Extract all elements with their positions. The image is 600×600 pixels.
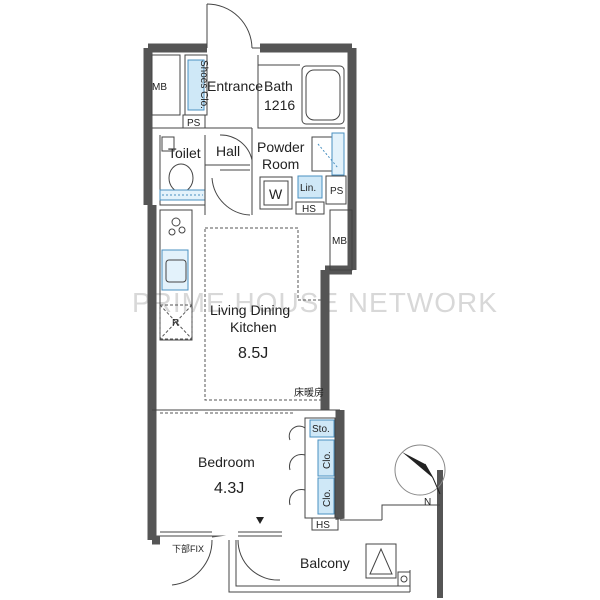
toilet-label: Toilet: [168, 145, 201, 161]
bedroom-label: Bedroom: [198, 454, 255, 470]
hs-bottom-label: HS: [316, 520, 330, 531]
ps-right-label: PS: [330, 186, 344, 197]
entrance-door: [206, 3, 260, 49]
bathtub: [301, 65, 345, 125]
washer-label: W: [269, 186, 283, 202]
linen-cupboard: [297, 175, 323, 199]
hall-label: Hall: [216, 143, 240, 159]
ldk-size-label: 8.5J: [238, 345, 268, 362]
kitchen-counter: [159, 209, 193, 341]
bedroom-size-label: 4.3J: [214, 480, 244, 497]
fridge-space: [159, 304, 193, 340]
floor-heating-label: 床暖房: [294, 386, 324, 399]
kitchen-sink: [165, 259, 187, 283]
ps-top-label: PS: [187, 118, 201, 129]
shoes-closet-label: Shoes Clo.: [198, 60, 209, 109]
stove-burner: [171, 217, 181, 227]
washer-space: [259, 176, 293, 210]
powder-room-label-1: Powder: [257, 139, 305, 155]
compass-north-label: N: [424, 497, 431, 508]
bath-size-label: 1216: [264, 97, 295, 113]
closet-2: [317, 477, 335, 515]
entrance-label: Entrance: [207, 78, 263, 94]
lower-fix-label: 下部FIX: [172, 543, 204, 554]
meter-box-top: [151, 54, 181, 116]
linen-label: Lin.: [300, 183, 316, 194]
balcony-windows: [160, 531, 282, 586]
mb-right-label: MB: [332, 236, 347, 247]
fridge-label: R: [172, 318, 179, 329]
powder-room-label-2: Room: [262, 156, 299, 172]
vanity: [311, 136, 333, 172]
closet-1-label: Clo.: [322, 451, 333, 469]
balcony-area: Balcony: [160, 470, 443, 598]
floor-heating-area: [204, 227, 326, 401]
escape-hatch: [365, 543, 397, 579]
ldk-label-1: Living Dining: [210, 302, 290, 318]
drain-outlet: [397, 571, 411, 587]
mb-top-label: MB: [152, 82, 167, 93]
bath-label: Bath: [264, 78, 293, 94]
watermark: PRIME HOUSE NETWORK: [132, 287, 498, 318]
shoes-closet: [187, 59, 205, 111]
storage: [309, 419, 335, 438]
toilet-fixture: [168, 163, 194, 193]
balcony-label: Balcony: [300, 555, 350, 571]
hs-top-label: HS: [302, 204, 316, 215]
storage-label: Sto.: [312, 424, 330, 435]
closet-2-label: Clo.: [322, 489, 333, 507]
compass-icon: [394, 444, 446, 496]
meter-box-right: [329, 209, 353, 271]
closet-1: [317, 439, 335, 477]
ldk-label-2: Kitchen: [230, 319, 277, 335]
window-marker: [256, 517, 264, 524]
